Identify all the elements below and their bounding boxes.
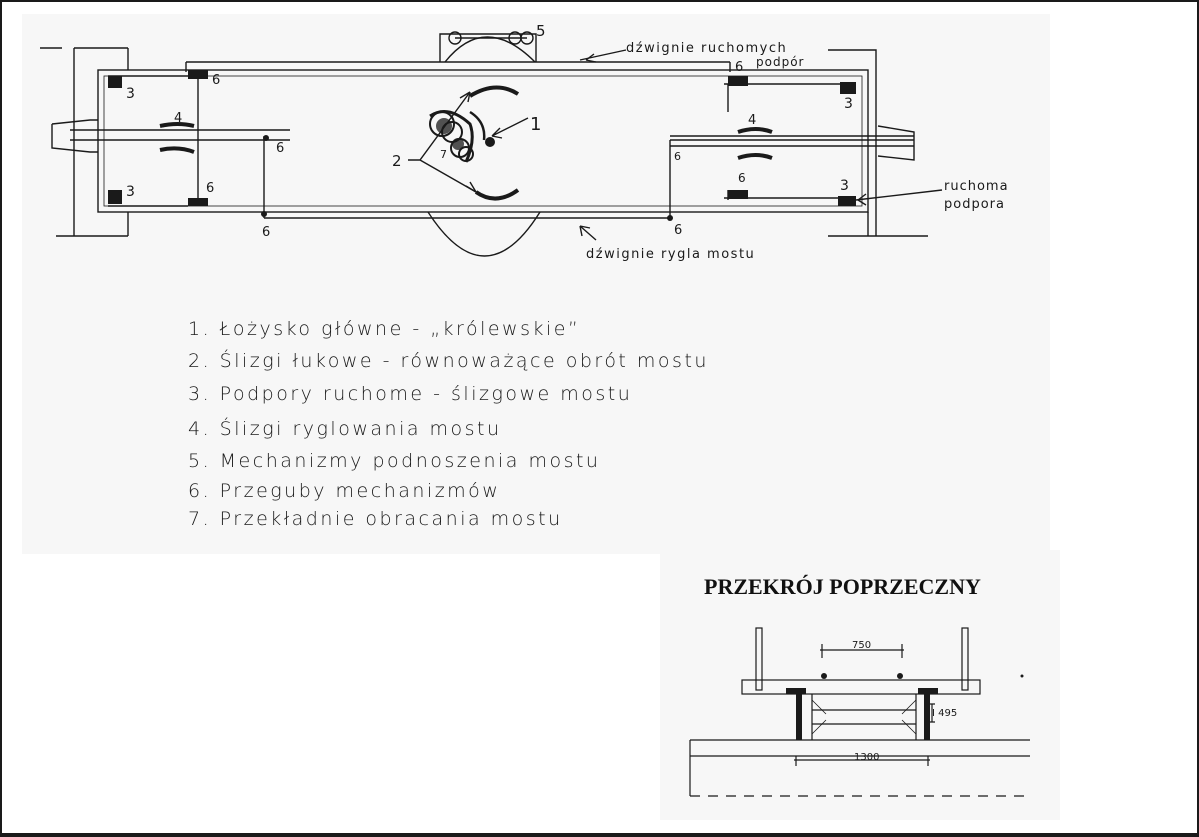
label-3b: 3 <box>844 96 853 112</box>
label-3d: 3 <box>840 178 849 194</box>
label-lever-lift-2: podpór <box>756 55 804 69</box>
label-6c: 6 <box>276 141 284 156</box>
label-5: 5 <box>536 22 546 40</box>
dim-750-label: 750 <box>852 640 871 651</box>
dim-1300-label: 1300 <box>854 752 879 763</box>
legend-item-6: 6. Przeguby mechanizmów <box>188 480 501 502</box>
label-4a: 4 <box>174 111 182 126</box>
section-title: PRZEKRÓJ POPRZECZNY <box>704 574 981 599</box>
label-6g: 6 <box>738 171 746 185</box>
section-panel <box>660 550 1060 820</box>
dim-495-label: I 495 <box>932 708 957 719</box>
label-6h: 6 <box>674 223 682 238</box>
label-2: 2 <box>392 152 402 170</box>
label-4b: 4 <box>748 113 756 128</box>
label-3a: 3 <box>126 86 135 102</box>
label-6f: 6 <box>674 150 681 163</box>
label-7: 7 <box>440 148 447 161</box>
label-6d: 6 <box>206 181 214 196</box>
legend-item-4: 4. Ślizgi ryglowania mostu <box>188 418 502 440</box>
legend-item-5: 5. Mechanizmy podnoszenia mostu <box>188 450 601 472</box>
label-lever-lock: dźwignie rygla mostu <box>586 247 755 262</box>
label-3c: 3 <box>126 184 135 200</box>
legend-item-2: 2. Ślizgi łukowe - równoważące obrót mos… <box>188 350 709 372</box>
label-moving-support-2: podpora <box>944 197 1005 212</box>
legend-item-3: 3. Podpory ruchome - ślizgowe mostu <box>188 383 633 405</box>
label-1: 1 <box>530 114 541 135</box>
plan-panel <box>22 14 1050 554</box>
legend-item-7: 7. Przekładnie obracania mostu <box>188 508 563 530</box>
label-lever-lift-1: dźwignie ruchomych <box>626 41 787 56</box>
label-6e: 6 <box>262 225 270 240</box>
label-moving-support-1: ruchoma <box>944 179 1009 194</box>
label-6a: 6 <box>212 73 220 88</box>
legend-item-1: 1. Łożysko główne - „królewskie” <box>188 318 581 340</box>
label-6b: 6 <box>735 60 743 75</box>
